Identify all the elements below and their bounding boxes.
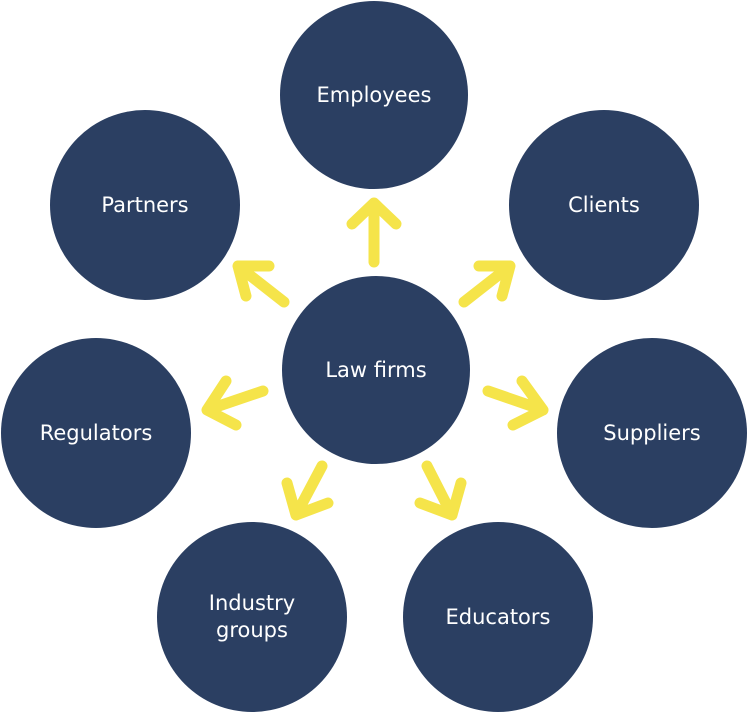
arrow-to-educators <box>414 460 467 521</box>
node-label: Industry groups <box>208 591 296 642</box>
node-label: Regulators <box>39 420 153 445</box>
node-label: Clients <box>568 192 640 217</box>
node-employees: Employees <box>280 1 468 189</box>
arrow-to-suppliers <box>482 375 549 431</box>
node-label: Partners <box>101 192 189 217</box>
arrow-to-industry-groups <box>281 460 334 521</box>
arrow-to-clients <box>458 260 516 308</box>
arrow-to-partners <box>232 260 290 308</box>
node-industry-groups: Industry groups <box>157 522 347 712</box>
arrow-to-employees <box>346 197 402 268</box>
node-label: Law firms <box>325 357 427 382</box>
node-educators: Educators <box>403 522 593 712</box>
node-label: Employees <box>316 82 432 107</box>
node-label: Suppliers <box>603 420 701 445</box>
node-regulators: Regulators <box>1 338 191 528</box>
node-law-firms: Law firms <box>282 276 470 464</box>
node-suppliers: Suppliers <box>557 338 747 528</box>
node-label: Educators <box>445 604 551 629</box>
arrow-to-regulators <box>201 375 269 431</box>
node-partners: Partners <box>50 110 240 300</box>
node-clients: Clients <box>509 110 699 300</box>
